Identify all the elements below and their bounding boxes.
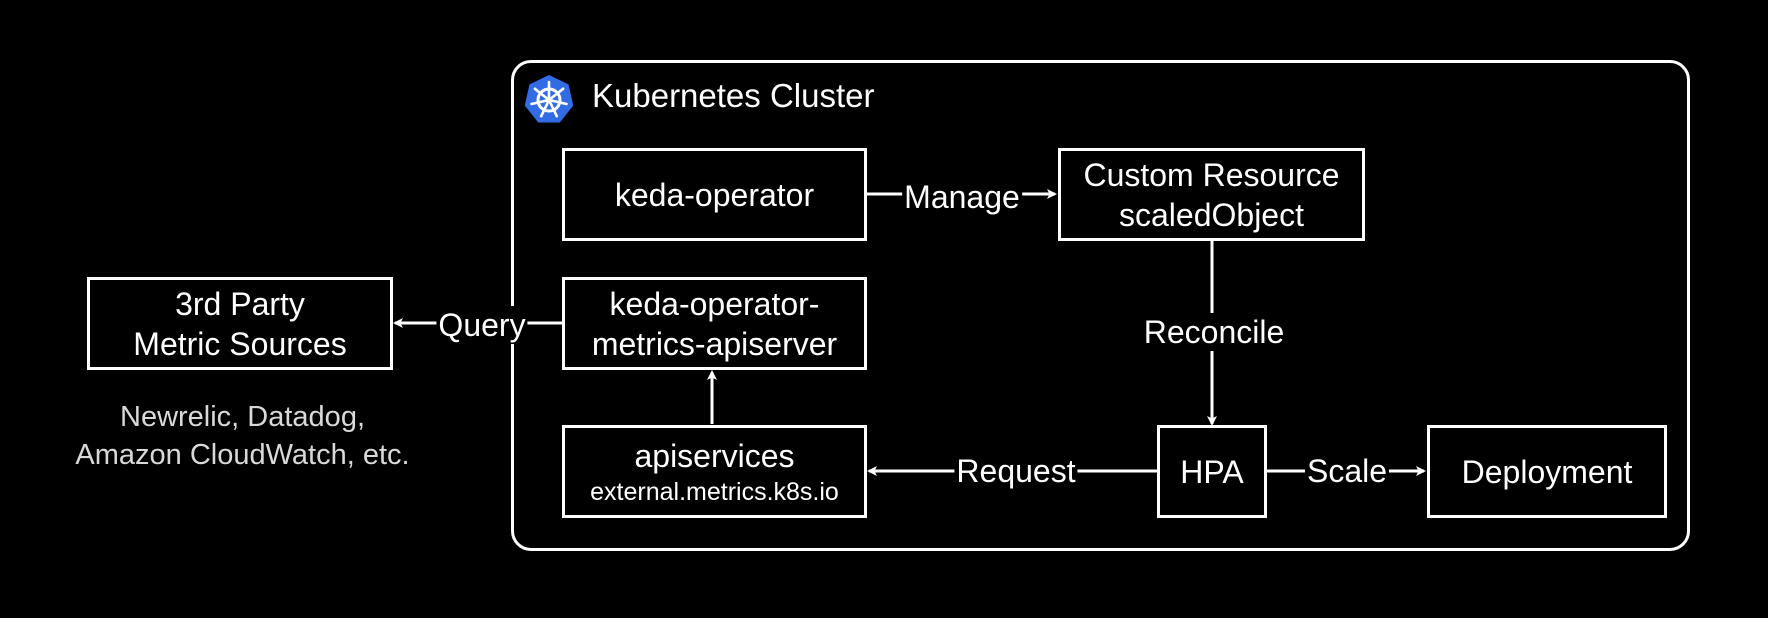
kubernetes-helm-icon [524,75,574,123]
third-party-metric-sources-box: 3rd Party Metric Sources [87,277,393,370]
cluster-title: Kubernetes Cluster [592,77,875,114]
external-metrics-label: external.metrics.k8s.io [590,477,839,506]
metric-sources-examples: Newrelic, Datadog, Amazon CloudWatch, et… [40,398,445,474]
request-label: Request [954,452,1078,490]
custom-resource-label: Custom Resource [1083,156,1340,193]
manage-label: Manage [902,178,1022,216]
keda-operator-box: keda-operator [562,148,867,241]
hpa-label: HPA [1180,453,1244,490]
third-party-label-line1: 3rd Party [175,285,305,322]
kubernetes-cluster-boundary [511,60,1690,551]
examples-line1: Newrelic, Datadog, [120,401,365,433]
deployment-box: Deployment [1427,425,1667,518]
apiservices-label: apiservices [634,437,795,474]
third-party-label-line2: Metric Sources [133,325,347,362]
custom-resource-box: Custom Resource scaledObject [1058,148,1365,241]
keda-operator-label: keda-operator [614,176,815,213]
metrics-apiserver-box: keda-operator- metrics-apiserver [562,277,867,370]
examples-line2: Amazon CloudWatch, etc. [75,439,410,471]
metrics-apiserver-label-line1: keda-operator- [609,285,820,322]
scale-label: Scale [1304,452,1390,490]
query-label: Query [436,306,528,344]
metrics-apiserver-label-line2: metrics-apiserver [591,325,838,362]
hpa-box: HPA [1157,425,1267,518]
reconcile-label: Reconcile [1141,313,1287,351]
deployment-label: Deployment [1461,453,1633,490]
scaled-object-label: scaledObject [1119,196,1304,233]
apiservices-box: apiservices external.metrics.k8s.io [562,425,867,518]
